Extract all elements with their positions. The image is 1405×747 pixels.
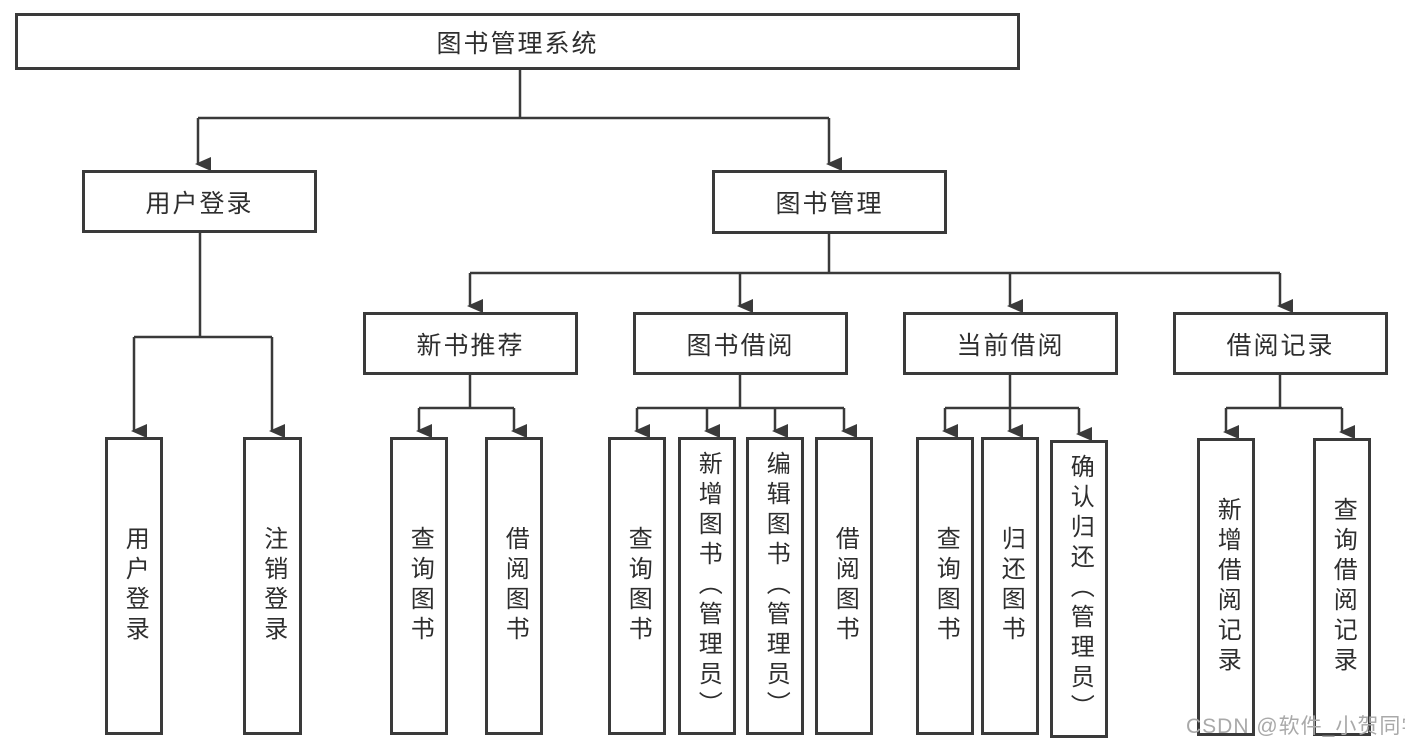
- leaf-confirm-return-admin: 确认归还（管理员）: [1050, 440, 1108, 738]
- leaf-return-book: 归还图书: [981, 437, 1039, 735]
- leaf-query-book-1: 查询图书: [390, 437, 448, 735]
- node-new-book-recommend: 新书推荐: [363, 312, 578, 375]
- leaf-query-borrow-record: 查询借阅记录: [1313, 438, 1371, 736]
- leaf-query-book-2: 查询图书: [608, 437, 666, 735]
- node-book-management: 图书管理: [712, 170, 947, 234]
- node-borrow-record: 借阅记录: [1173, 312, 1388, 375]
- node-book-borrow: 图书借阅: [633, 312, 848, 375]
- leaf-add-book-admin: 新增图书（管理员）: [678, 437, 736, 735]
- watermark-text: CSDN @软件_小贺同学: [1186, 715, 1405, 738]
- leaf-user-login: 用户登录: [105, 437, 163, 735]
- leaf-borrow-book-1: 借阅图书: [485, 437, 543, 735]
- leaf-add-borrow-record: 新增借阅记录: [1197, 438, 1255, 736]
- leaf-query-book-3: 查询图书: [916, 437, 974, 735]
- node-root: 图书管理系统: [15, 13, 1020, 70]
- node-current-borrow: 当前借阅: [903, 312, 1118, 375]
- leaf-borrow-book-2: 借阅图书: [815, 437, 873, 735]
- node-user-login: 用户登录: [82, 170, 317, 233]
- leaf-edit-book-admin: 编辑图书（管理员）: [746, 437, 804, 735]
- leaf-logout: 注销登录: [243, 437, 302, 735]
